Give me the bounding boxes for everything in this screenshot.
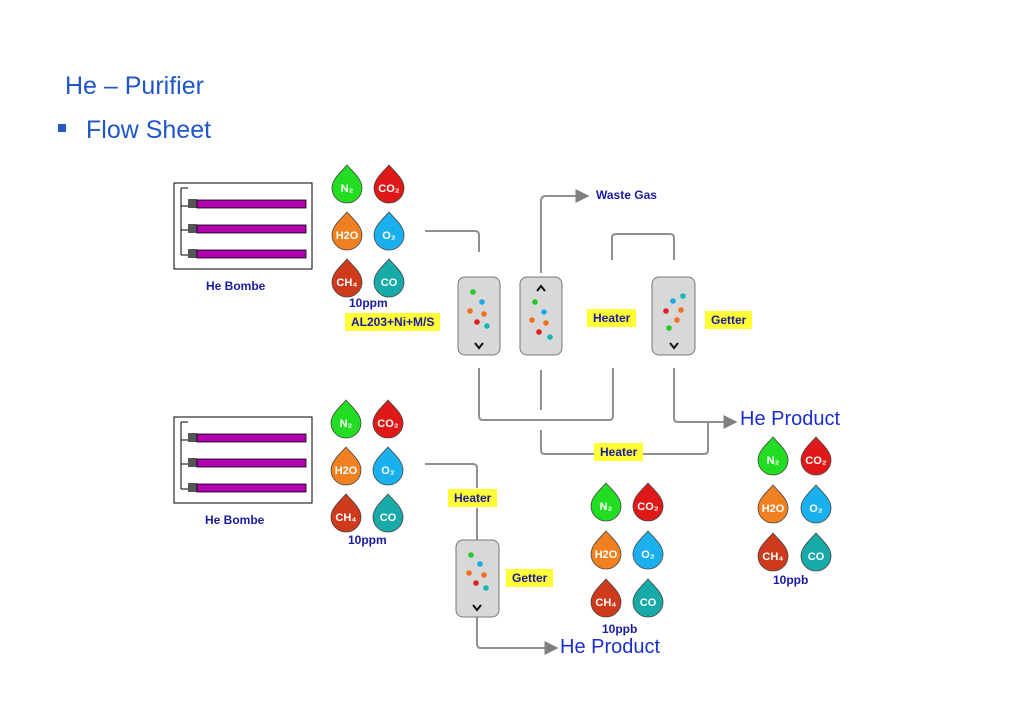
droplet-co2: CO₂	[373, 164, 405, 204]
droplet-o2: O₂	[373, 211, 405, 251]
droplet-n2: N₂	[590, 482, 622, 522]
droplet-label: CH₄	[336, 277, 357, 289]
gas-cylinder	[188, 249, 307, 259]
droplet-o2: O₂	[632, 530, 664, 570]
droplet-label: O₂	[641, 549, 655, 561]
droplet-o2: O₂	[800, 484, 832, 524]
getter-column-bottom	[455, 539, 500, 618]
droplet-n2: N₂	[330, 399, 362, 439]
pipe-waste-gas	[540, 189, 590, 273]
adsorber-column-1	[457, 276, 501, 356]
droplet-label: N₂	[340, 418, 353, 430]
droplet-h2o: H2O	[330, 446, 362, 486]
impurity-group-inlet-bottom: N₂ CO₂ H2O O₂ CH₄ CO	[330, 399, 404, 533]
pipe-inlet-top	[425, 230, 480, 252]
droplet-label: CO₂	[378, 183, 400, 195]
droplet-co: CO	[632, 578, 664, 618]
droplet-ch4: CH₄	[757, 532, 789, 572]
droplet-label: CH₄	[762, 551, 783, 563]
droplet-label: O₂	[382, 230, 396, 242]
bullet-icon	[58, 124, 66, 133]
droplet-label: CO	[381, 277, 398, 289]
bombe-panel-1	[173, 182, 313, 270]
droplet-label: N₂	[767, 455, 780, 467]
getter-column-top	[651, 276, 696, 356]
droplet-co2: CO₂	[800, 436, 832, 476]
impurity-group-product-top: N₂ CO₂ H2O O₂ CH₄ CO	[757, 436, 832, 572]
droplet-label: CO₂	[805, 455, 827, 467]
droplet-ch4: CH₄	[331, 258, 363, 298]
droplet-co2: CO₂	[632, 482, 664, 522]
droplet-label: H2O	[335, 465, 358, 477]
product-label-bottom: He Product	[560, 636, 661, 658]
droplet-label: H2O	[336, 230, 359, 242]
droplet-ch4: CH₄	[590, 578, 622, 618]
droplet-label: CO	[380, 512, 397, 524]
droplet-label: H2O	[595, 549, 618, 561]
adsorbent-tag: AL203+Ni+M/S	[345, 313, 441, 331]
droplet-o2: O₂	[372, 446, 404, 486]
droplet-label: CO	[640, 597, 657, 609]
heater-tag: Heater	[448, 489, 498, 507]
pipe-product-top	[673, 368, 738, 429]
droplet-co: CO	[372, 493, 404, 533]
droplet-h2o: H2O	[757, 484, 789, 524]
droplet-label: CH₄	[595, 597, 616, 609]
droplet-co: CO	[373, 258, 405, 298]
gas-cylinder	[188, 433, 307, 443]
droplet-label: CO₂	[637, 501, 659, 513]
section-heading-text: Flow Sheet	[86, 116, 212, 144]
getter-tag: Getter	[506, 569, 554, 587]
gas-cylinder	[188, 199, 307, 209]
gas-cylinder	[188, 483, 307, 493]
droplet-h2o: H2O	[331, 211, 363, 251]
heater-tag: Heater	[594, 443, 644, 461]
bombe-label-top: He Bombe	[206, 279, 266, 293]
section-heading: Flow Sheet	[58, 116, 211, 145]
droplet-n2: N₂	[331, 164, 363, 204]
concentration-label: 10ppm	[348, 533, 387, 547]
pipes	[425, 189, 738, 655]
pipe-return-loop	[478, 368, 614, 421]
droplet-label: CH₄	[335, 512, 356, 524]
impurity-group-inlet-top: N₂ CO₂ H2O O₂ CH₄ CO	[331, 164, 405, 298]
impurity-group-product-bottom: N₂ CO₂ H2O O₂ CH₄ CO	[590, 482, 664, 618]
bombe-label-bottom: He Bombe	[205, 513, 265, 527]
page-title: He – Purifier	[65, 72, 204, 100]
droplet-ch4: CH₄	[330, 493, 362, 533]
droplet-label: N₂	[341, 183, 354, 195]
gas-cylinder	[188, 224, 307, 234]
droplet-label: N₂	[600, 501, 613, 513]
gas-cylinder	[188, 458, 307, 468]
droplet-h2o: H2O	[590, 530, 622, 570]
droplet-label: O₂	[809, 503, 823, 515]
droplet-co: CO	[800, 532, 832, 572]
product-label-top: He Product	[740, 408, 841, 430]
pipe-inlet-bottom	[425, 463, 478, 488]
droplet-co2: CO₂	[372, 399, 404, 439]
droplet-label: H2O	[762, 503, 785, 515]
pipe-product-bottom	[476, 616, 559, 655]
getter-tag: Getter	[705, 311, 753, 329]
pipe-heater-loop	[611, 233, 675, 260]
droplet-label: CO	[808, 551, 825, 563]
droplet-label: CO₂	[377, 418, 399, 430]
concentration-label: 10ppm	[349, 296, 388, 310]
bombe-panel-2	[173, 416, 313, 504]
droplet-label: O₂	[381, 465, 395, 477]
concentration-label: 10ppb	[602, 622, 638, 636]
concentration-label: 10ppb	[773, 573, 809, 587]
adsorber-column-2	[519, 276, 563, 356]
droplet-n2: N₂	[757, 436, 789, 476]
waste-gas-label: Waste Gas	[596, 188, 657, 202]
heater-tag: Heater	[587, 309, 637, 327]
